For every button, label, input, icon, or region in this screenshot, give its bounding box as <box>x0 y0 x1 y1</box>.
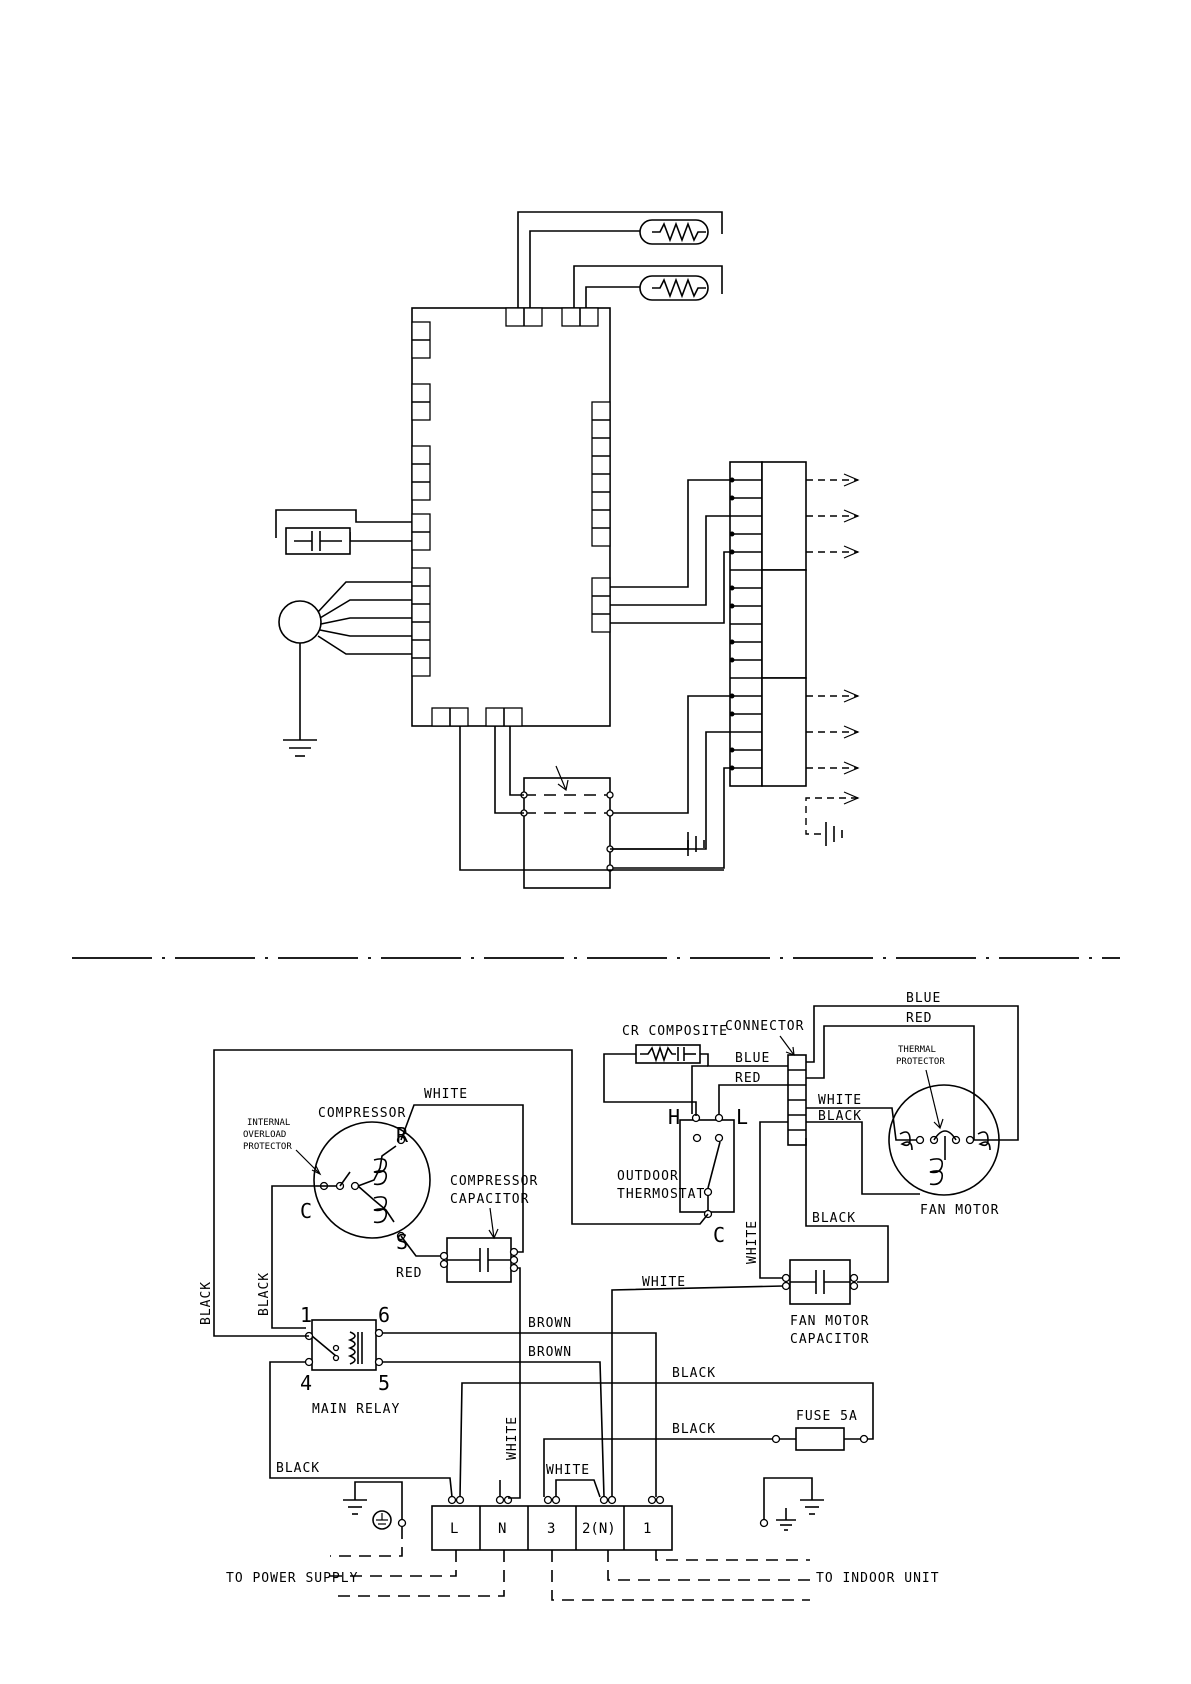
connector-label: CONNECTOR <box>725 1019 804 1034</box>
fan-motor: THERMAL PROTECTOR FAN MOTOR <box>888 1045 1000 1218</box>
thermostat-h-label: H <box>668 1105 680 1129</box>
relay-terminal-4: 4 <box>300 1371 312 1395</box>
cr-composite: CR COMPOSITE <box>622 1024 728 1064</box>
wire-label-red-conn: RED <box>735 1071 761 1086</box>
compressor-capacitor: COMPRESSOR CAPACITOR <box>439 1174 538 1283</box>
board-capacitor <box>275 509 412 555</box>
output-wiring <box>610 479 730 869</box>
overload-label-3: PROTECTOR <box>243 1142 292 1152</box>
compressor: COMPRESSOR R S C <box>300 1106 431 1254</box>
pcb-schematic <box>275 211 860 889</box>
thermostat-l-label: L <box>736 1105 748 1129</box>
wire-label-black-mid: BLACK <box>257 1272 272 1316</box>
wire-label-white-n: WHITE <box>505 1416 520 1460</box>
thermostat-label-2: THERMOSTAT <box>617 1187 705 1202</box>
wire-label-white-vertical: WHITE <box>745 1220 760 1264</box>
wire-label-white-top: WHITE <box>424 1087 468 1102</box>
outdoor-wiring-diagram: COMPRESSOR R S C INTERNAL OVERLOAD PROTE… <box>199 991 1019 1601</box>
wire-runs <box>213 1005 1019 1499</box>
fuse: FUSE 5A <box>771 1409 869 1451</box>
terminal-1: 1 <box>643 1521 651 1537</box>
control-board <box>411 307 611 727</box>
internal-overload-protector: INTERNAL OVERLOAD PROTECTOR <box>243 1118 322 1176</box>
to-indoor-unit-label: TO INDOOR UNIT <box>816 1571 940 1586</box>
overload-label-1: INTERNAL <box>247 1118 290 1128</box>
fan-cap-label-2: CAPACITOR <box>790 1332 869 1347</box>
wire-label-red-top: RED <box>906 1011 932 1026</box>
stepping-motor <box>278 581 412 757</box>
compressor-c-label: C <box>300 1199 312 1223</box>
terminal-3: 3 <box>547 1521 555 1537</box>
wire-label-black-left: BLACK <box>199 1281 214 1325</box>
terminal-2n: 2(N) <box>582 1521 616 1537</box>
main-relay: 1 6 4 5 MAIN RELAY <box>300 1303 400 1417</box>
field-wiring: TO POWER SUPPLY TO INDOOR UNIT <box>226 1527 940 1601</box>
relay-terminal-1: 1 <box>300 1303 312 1327</box>
wire-label-white-conn: WHITE <box>818 1093 862 1108</box>
outdoor-thermostat: H L C OUTDOOR THERMOSTAT <box>617 1105 748 1247</box>
left-connectors <box>411 321 431 677</box>
dashed-outputs <box>805 473 860 846</box>
sensor-wiring <box>517 211 723 308</box>
connector: CONNECTOR <box>725 1019 807 1146</box>
top-connectors <box>505 307 599 327</box>
thermal-protector-label-2: PROTECTOR <box>896 1057 945 1067</box>
relay-terminal-5: 5 <box>378 1371 390 1395</box>
wire-label-red-comp: RED <box>396 1266 422 1281</box>
compressor-label: COMPRESSOR <box>318 1106 406 1121</box>
output-terminal-block <box>729 461 807 787</box>
thermistor-sensor-1 <box>639 219 709 245</box>
fan-motor-label: FAN MOTOR <box>920 1203 999 1218</box>
relay-terminal-6: 6 <box>378 1303 390 1327</box>
thermostat-label-1: OUTDOOR <box>617 1169 679 1184</box>
main-relay-label: MAIN RELAY <box>312 1402 400 1417</box>
wire-label-brown-1: BROWN <box>528 1316 572 1331</box>
wire-label-blue-conn: BLUE <box>735 1051 770 1066</box>
bottom-module <box>459 726 724 889</box>
wire-label-white-fancap: WHITE <box>642 1275 686 1290</box>
thermistor-sensor-2 <box>639 275 709 301</box>
terminal-n: N <box>498 1521 506 1537</box>
cr-composite-label: CR COMPOSITE <box>622 1024 728 1039</box>
fan-cap-label-1: FAN MOTOR <box>790 1314 869 1329</box>
wire-label-black-upper: BLACK <box>672 1366 716 1381</box>
thermal-protector-label-1: THERMAL <box>898 1045 936 1055</box>
compressor-s-label: S <box>396 1230 408 1254</box>
wire-label-black-fan: BLACK <box>812 1211 856 1226</box>
to-power-supply-label: TO POWER SUPPLY <box>226 1571 358 1586</box>
wire-labels: WHITE RED BLUE RED BLUE RED WHITE BLACK … <box>199 991 941 1478</box>
overload-label-2: OVERLOAD <box>243 1130 286 1140</box>
right-connectors <box>591 401 611 633</box>
ground-symbols <box>343 1477 824 1531</box>
wire-label-blue-top: BLUE <box>906 991 941 1006</box>
wire-label-black-bottom: BLACK <box>276 1461 320 1476</box>
wire-label-brown-2: BROWN <box>528 1345 572 1360</box>
thermostat-c-label: C <box>713 1223 725 1247</box>
wire-label-white-2n: WHITE <box>546 1463 590 1478</box>
comp-cap-label-1: COMPRESSOR <box>450 1174 538 1189</box>
terminal-l: L <box>450 1521 458 1537</box>
wire-label-black-conn: BLACK <box>818 1109 862 1124</box>
terminal-block: L N 3 2(N) 1 <box>431 1495 673 1551</box>
comp-cap-label-2: CAPACITOR <box>450 1192 529 1207</box>
bottom-connectors <box>431 707 523 727</box>
fuse-label: FUSE 5A <box>796 1409 858 1424</box>
fan-motor-capacitor: FAN MOTOR CAPACITOR <box>781 1259 869 1347</box>
wire-label-black-fuse: BLACK <box>672 1422 716 1437</box>
